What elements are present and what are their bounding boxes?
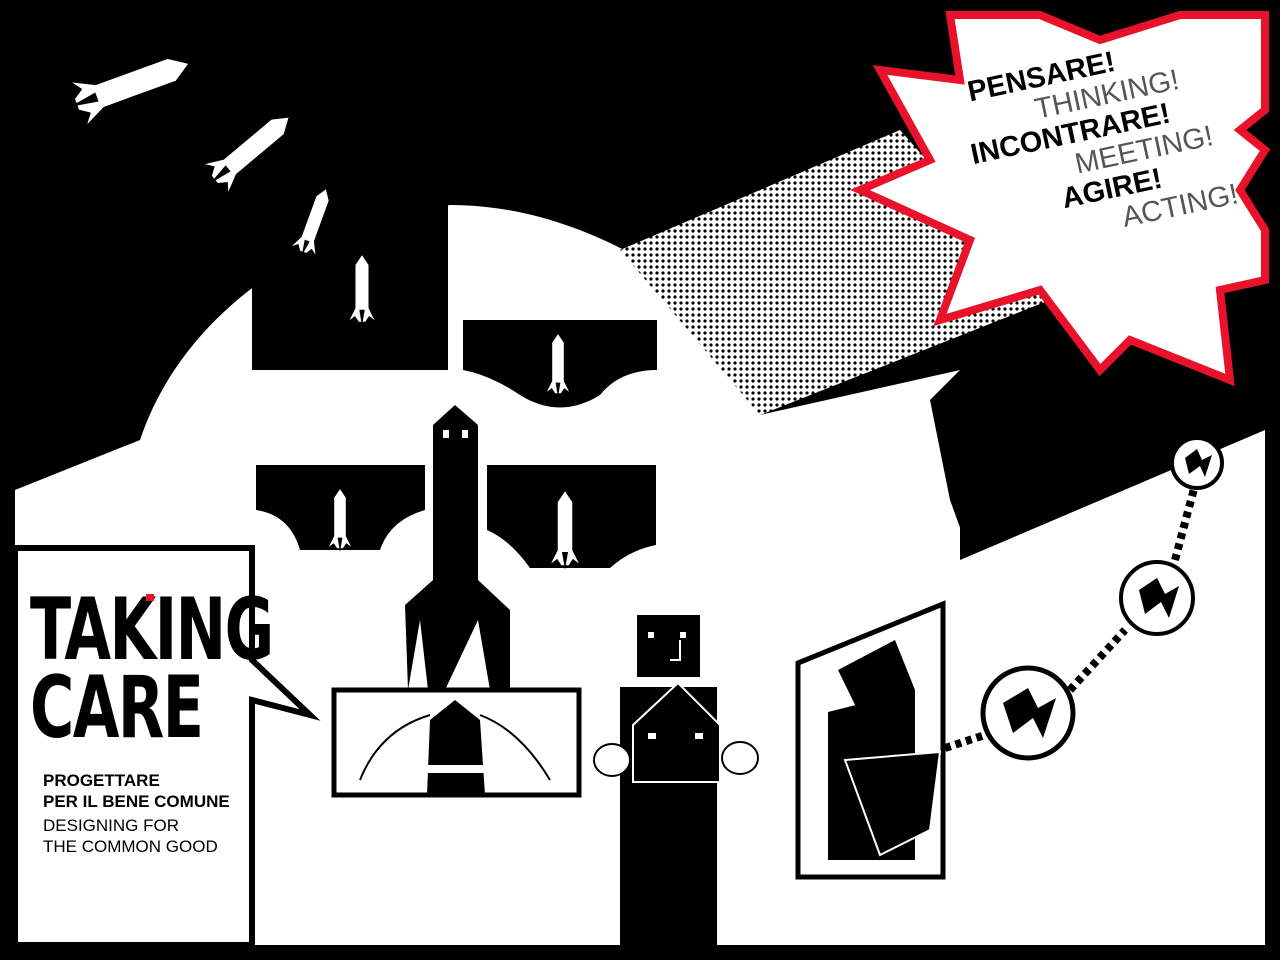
title-red-dot: [146, 594, 154, 601]
starburst: [850, 11, 1271, 387]
person-head: [637, 615, 700, 677]
token-icon: [1170, 436, 1224, 490]
token-icon: [1119, 560, 1195, 636]
poster-title-line2: CARE: [30, 658, 204, 758]
token-icon: [980, 665, 1076, 761]
poster-title-line1: TAKING: [30, 580, 274, 680]
house: [632, 681, 721, 783]
speech-bubble: [12, 545, 321, 948]
subtitle-it-1: PROGETTARE: [43, 771, 160, 790]
subtitle-en-1: DESIGNING FOR: [43, 816, 180, 835]
subtitle-en-2: THE COMMON GOOD: [43, 837, 218, 856]
big-rocket: [405, 405, 510, 690]
dotted-path: [943, 483, 1199, 752]
subtitle-it-2: PER IL BENE COMUNE: [43, 792, 230, 811]
